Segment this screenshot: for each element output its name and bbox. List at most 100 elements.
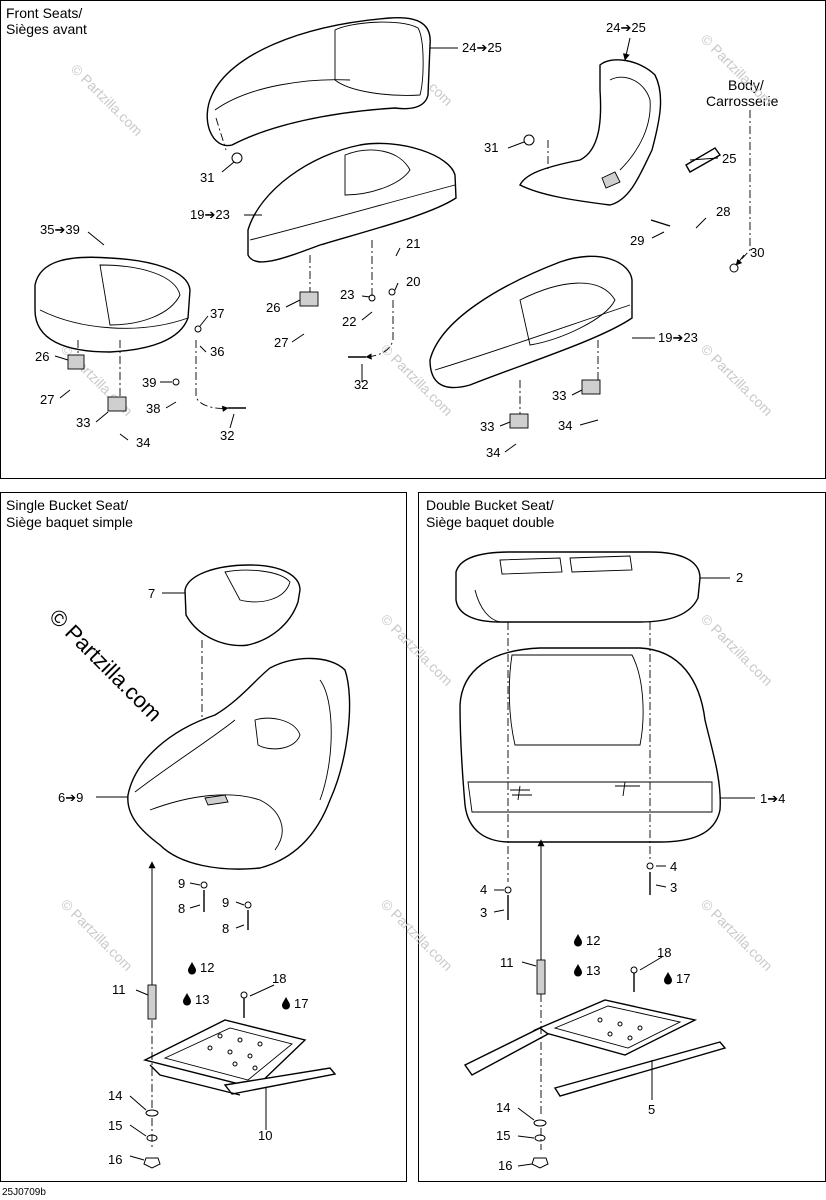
callout-14-double: 14 bbox=[496, 1100, 510, 1115]
single-bucket-title-fr: Siège baquet simple bbox=[6, 514, 133, 530]
svg-text:© Partzilla.com: © Partzilla.com bbox=[378, 896, 456, 974]
callout-15: 15 bbox=[108, 1118, 122, 1133]
svg-text:© Partzilla.com: © Partzilla.com bbox=[698, 611, 776, 689]
svg-text:© Partzilla.com: © Partzilla.com bbox=[68, 61, 146, 139]
front-seat-cushion-right bbox=[429, 255, 633, 389]
callout-16: 16 bbox=[108, 1152, 122, 1167]
callout-19-23-center: 19➔23 bbox=[190, 207, 230, 222]
callout-7: 7 bbox=[148, 586, 155, 601]
body-label-en: Body/ bbox=[728, 77, 764, 93]
callout-11-double: 11 bbox=[500, 955, 514, 970]
callout-3-a: 3 bbox=[480, 905, 487, 920]
callout-3-b: 3 bbox=[670, 880, 677, 895]
callout-22: 22 bbox=[342, 314, 356, 329]
callout-11: 11 bbox=[112, 982, 126, 997]
callout-16-double: 16 bbox=[498, 1158, 512, 1173]
callout-31-left: 31 bbox=[200, 170, 214, 185]
callout-30: 30 bbox=[750, 245, 764, 260]
adhesive-drop-icon bbox=[188, 962, 196, 975]
callout-36: 36 bbox=[210, 344, 224, 359]
adhesive-drop-icon bbox=[574, 934, 582, 947]
callout-9-a: 9 bbox=[178, 876, 185, 891]
callout-1-4: 1➔4 bbox=[760, 791, 785, 806]
callout-23: 23 bbox=[340, 287, 354, 302]
callout-26-center: 26 bbox=[266, 300, 280, 315]
front-seat-cushion-center bbox=[247, 142, 457, 263]
callout-24-25-right: 24➔25 bbox=[606, 20, 646, 35]
callout-13-double: 13 bbox=[586, 963, 600, 978]
double-bucket-title-fr: Siège baquet double bbox=[426, 514, 555, 530]
callout-9-b: 9 bbox=[222, 895, 229, 910]
single-seat-shell bbox=[127, 657, 351, 870]
adhesive-drop-icon bbox=[664, 972, 672, 985]
callout-14: 14 bbox=[108, 1088, 122, 1103]
partzilla-watermark: © Partzilla.com bbox=[44, 604, 167, 727]
double-seat-shell bbox=[459, 647, 721, 843]
front-backrest-left bbox=[206, 17, 431, 147]
adhesive-drop-icon bbox=[574, 964, 582, 977]
callout-17: 17 bbox=[294, 996, 308, 1011]
callout-20: 20 bbox=[406, 274, 420, 289]
adhesive-drop-icon bbox=[183, 993, 191, 1006]
callout-18: 18 bbox=[272, 971, 286, 986]
front-seat-small-left bbox=[34, 256, 191, 353]
callout-6-9: 6➔9 bbox=[58, 790, 83, 805]
callout-19-23-right: 19➔23 bbox=[658, 330, 698, 345]
adhesive-drop-icon bbox=[282, 997, 290, 1010]
callout-15-double: 15 bbox=[496, 1128, 510, 1143]
double-hardware bbox=[504, 862, 654, 1169]
single-rail-base bbox=[143, 1019, 337, 1096]
callout-2: 2 bbox=[736, 570, 743, 585]
front-leaders bbox=[54, 37, 745, 453]
single-bucket-title-en: Single Bucket Seat/ bbox=[6, 497, 128, 513]
callout-33-left: 33 bbox=[76, 415, 90, 430]
callout-17-double: 17 bbox=[676, 971, 690, 986]
svg-text:© Partzilla.com: © Partzilla.com bbox=[58, 896, 136, 974]
drawing-code: 25J0709b bbox=[2, 1187, 46, 1198]
single-headrest bbox=[184, 564, 301, 647]
callout-8-b: 8 bbox=[222, 921, 229, 936]
front-hardware bbox=[67, 134, 739, 429]
callout-33-right: 33 bbox=[552, 388, 566, 403]
callout-4-b: 4 bbox=[670, 859, 677, 874]
callout-31-right: 31 bbox=[484, 140, 498, 155]
callout-24-25-left: 24➔25 bbox=[462, 40, 502, 55]
callout-27-left: 27 bbox=[40, 392, 54, 407]
single-centerlines bbox=[148, 640, 203, 1150]
double-callouts: 2 1➔4 4 3 4 3 12 11 13 18 17 14 5 15 16 bbox=[480, 570, 785, 1173]
body-label-fr: Carrosserie bbox=[706, 93, 779, 109]
callout-21: 21 bbox=[406, 236, 420, 251]
double-bucket-title-en: Double Bucket Seat/ bbox=[426, 497, 554, 513]
callout-27-center: 27 bbox=[274, 335, 288, 350]
double-leaders bbox=[493, 577, 755, 1167]
callout-4-a: 4 bbox=[480, 882, 487, 897]
callout-12: 12 bbox=[200, 960, 214, 975]
callout-34-right: 34 bbox=[558, 418, 572, 433]
callout-35-39: 35➔39 bbox=[40, 222, 80, 237]
callout-12-double: 12 bbox=[586, 933, 600, 948]
svg-text:© Partzilla.com: © Partzilla.com bbox=[698, 341, 776, 419]
callout-29: 29 bbox=[630, 233, 644, 248]
callout-38: 38 bbox=[146, 401, 160, 416]
front-centerlines bbox=[77, 110, 751, 414]
front-seats-title-en: Front Seats/ bbox=[6, 5, 82, 21]
front-backrest-right bbox=[519, 59, 722, 206]
single-callouts: 7 6➔9 9 8 9 8 12 11 13 18 17 14 15 10 16 bbox=[58, 586, 308, 1167]
double-rail-base bbox=[463, 999, 727, 1097]
callout-34-left: 34 bbox=[136, 435, 150, 450]
callout-18-double: 18 bbox=[657, 945, 671, 960]
single-bucket-panel bbox=[0, 492, 407, 1182]
double-headrest bbox=[455, 551, 701, 623]
front-callouts: 24➔25 24➔25 31 31 25 19➔23 19➔23 28 29 3… bbox=[35, 20, 764, 460]
callout-5: 5 bbox=[648, 1102, 655, 1117]
double-centerlines bbox=[507, 622, 651, 1150]
callout-25: 25 bbox=[722, 151, 736, 166]
callout-34-bottom: 34 bbox=[486, 445, 500, 460]
callout-33-bottom: 33 bbox=[480, 419, 494, 434]
single-leaders bbox=[96, 592, 275, 1161]
front-seats-title-fr: Sièges avant bbox=[6, 21, 87, 37]
svg-text:© Partzilla.com: © Partzilla.com bbox=[378, 611, 456, 689]
callout-32-left: 32 bbox=[220, 428, 234, 443]
callout-32-center: 32 bbox=[354, 377, 368, 392]
